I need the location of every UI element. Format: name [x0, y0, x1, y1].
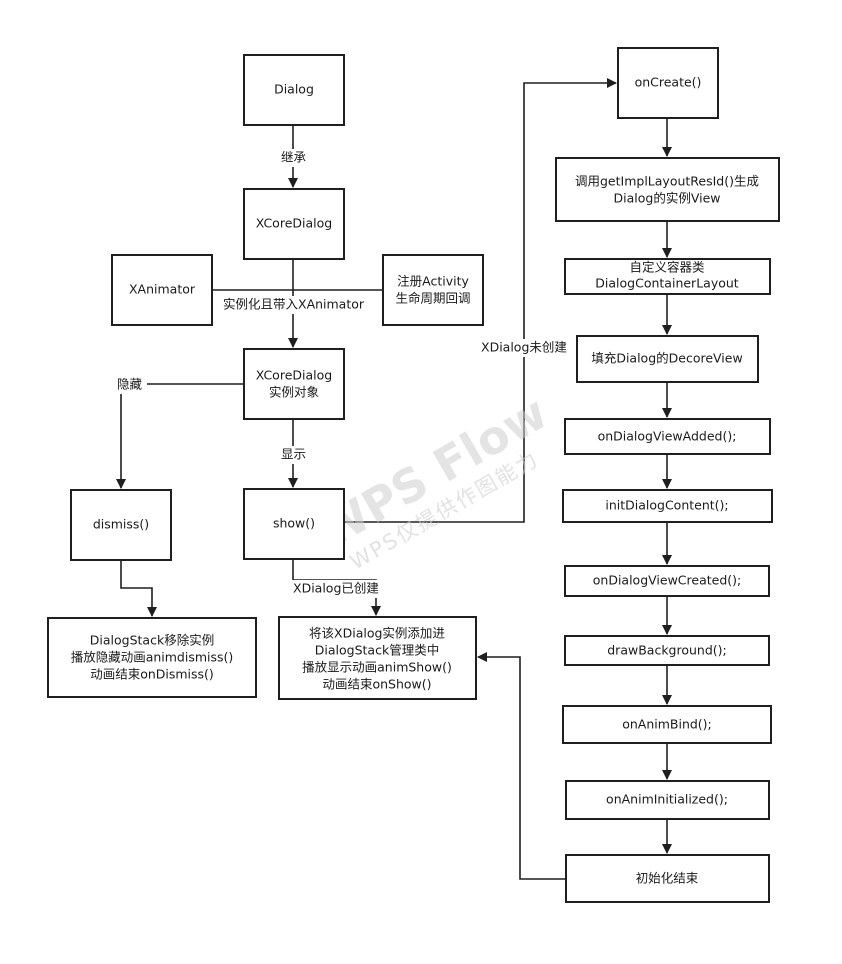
node-register-activity-line2: 生命周期回调	[395, 291, 470, 306]
node-on-dialog-view-added: onDialogViewAdded();	[564, 418, 771, 455]
node-dialogstack-remove-line2: 播放隐藏动画animdismiss()	[71, 650, 234, 665]
edges	[116, 78, 672, 880]
node-register-activity-line1: 注册Activity	[397, 274, 469, 289]
node-xcoredialog-label: XCoreDialog	[256, 216, 332, 231]
node-on-anim-initialized: onAnimInitialized();	[565, 780, 770, 820]
node-dismiss: dismiss()	[70, 489, 172, 561]
node-dialogstack-remove-line3: 动画结束onDismiss()	[90, 667, 214, 682]
node-draw-background: drawBackground();	[564, 635, 770, 666]
node-init-dialog-content: initDialogContent();	[562, 489, 773, 523]
node-xanimator: XAnimator	[111, 254, 213, 326]
edge-initend-to-stack-add	[477, 652, 565, 880]
edge-label-inherit: 继承	[281, 150, 307, 165]
node-on-dialog-view-created-label: onDialogViewCreated();	[593, 573, 741, 588]
node-on-dialog-view-created: onDialogViewCreated();	[564, 565, 770, 597]
node-dismiss-label: dismiss()	[93, 517, 149, 532]
node-oncreate-label: onCreate()	[635, 75, 702, 90]
node-container-layout: 自定义容器类 DialogContainerLayout	[564, 258, 771, 295]
node-get-impl-layout: 调用getImplLayoutResId()生成 Dialog的实例View	[555, 157, 780, 222]
edge-label-not-created: XDialog未创建	[481, 340, 567, 355]
node-dialogstack-add-line2: DialogStack管理类中	[315, 643, 439, 658]
node-dialogstack-add: 将该XDialog实例添加进 DialogStack管理类中 播放显示动画ani…	[278, 616, 477, 700]
node-get-impl-layout-line2: Dialog的实例View	[614, 191, 721, 206]
edge-label-instantiate: 实例化且带入XAnimator	[223, 297, 365, 312]
node-init-dialog-content-label: initDialogContent();	[605, 498, 728, 513]
node-init-end: 初始化结束	[565, 854, 770, 903]
node-draw-background-label: drawBackground();	[607, 643, 727, 658]
node-show-label: show()	[273, 516, 315, 531]
node-on-anim-initialized-label: onAnimInitialized();	[606, 792, 728, 807]
node-dialogstack-remove-line1: DialogStack移除实例	[90, 633, 214, 648]
watermark: WPS Flow WPS仅提供作图能力	[309, 385, 557, 574]
node-get-impl-layout-line1: 调用getImplLayoutResId()生成	[575, 174, 759, 189]
node-container-layout-line2: DialogContainerLayout	[595, 276, 738, 291]
edge-label-hide: 隐藏	[117, 377, 143, 392]
node-on-dialog-view-added-label: onDialogViewAdded();	[598, 429, 737, 444]
edge-label-created: XDialog已创建	[293, 581, 379, 596]
node-xcoredialog: XCoreDialog	[243, 188, 345, 260]
node-xcoredialog-instance-line1: XCoreDialog	[256, 368, 332, 383]
node-container-layout-line1: 自定义容器类	[629, 260, 705, 275]
node-init-end-label: 初始化结束	[636, 871, 699, 886]
node-dialog: Dialog	[243, 54, 345, 126]
edge-label-display: 显示	[281, 447, 306, 462]
edge-show-to-oncreate	[343, 78, 617, 523]
node-dialog-label: Dialog	[274, 82, 314, 97]
node-decore-view: 填充Dialog的DecoreView	[576, 335, 759, 383]
node-decore-view-label: 填充Dialog的DecoreView	[591, 351, 742, 366]
node-dialogstack-add-line1: 将该XDialog实例添加进	[309, 626, 445, 641]
node-dialogstack-add-line3: 播放显示动画animShow()	[302, 660, 452, 675]
node-oncreate: onCreate()	[617, 47, 719, 119]
node-register-activity: 注册Activity 生命周期回调	[382, 254, 484, 326]
node-on-anim-bind-label: onAnimBind();	[622, 717, 712, 732]
node-xanimator-label: XAnimator	[129, 282, 196, 297]
node-dialogstack-add-line4: 动画结束onShow()	[322, 677, 431, 692]
node-on-anim-bind: onAnimBind();	[562, 705, 772, 744]
node-xcoredialog-instance-line2: 实例对象	[269, 385, 319, 400]
nodes: Dialog XCoreDialog XAnimator 注册Activity …	[47, 47, 780, 903]
edge-dismiss-to-stack-remove	[120, 560, 157, 617]
node-show: show()	[243, 488, 345, 560]
node-dialogstack-remove: DialogStack移除实例 播放隐藏动画animdismiss() 动画结束…	[47, 617, 257, 698]
node-xcoredialog-instance: XCoreDialog 实例对象	[243, 348, 345, 420]
edge-labels: 继承 实例化且带入XAnimator 隐藏 显示 XDialog未创建 XDia…	[115, 149, 572, 598]
edge-instance-to-dismiss	[116, 383, 244, 489]
